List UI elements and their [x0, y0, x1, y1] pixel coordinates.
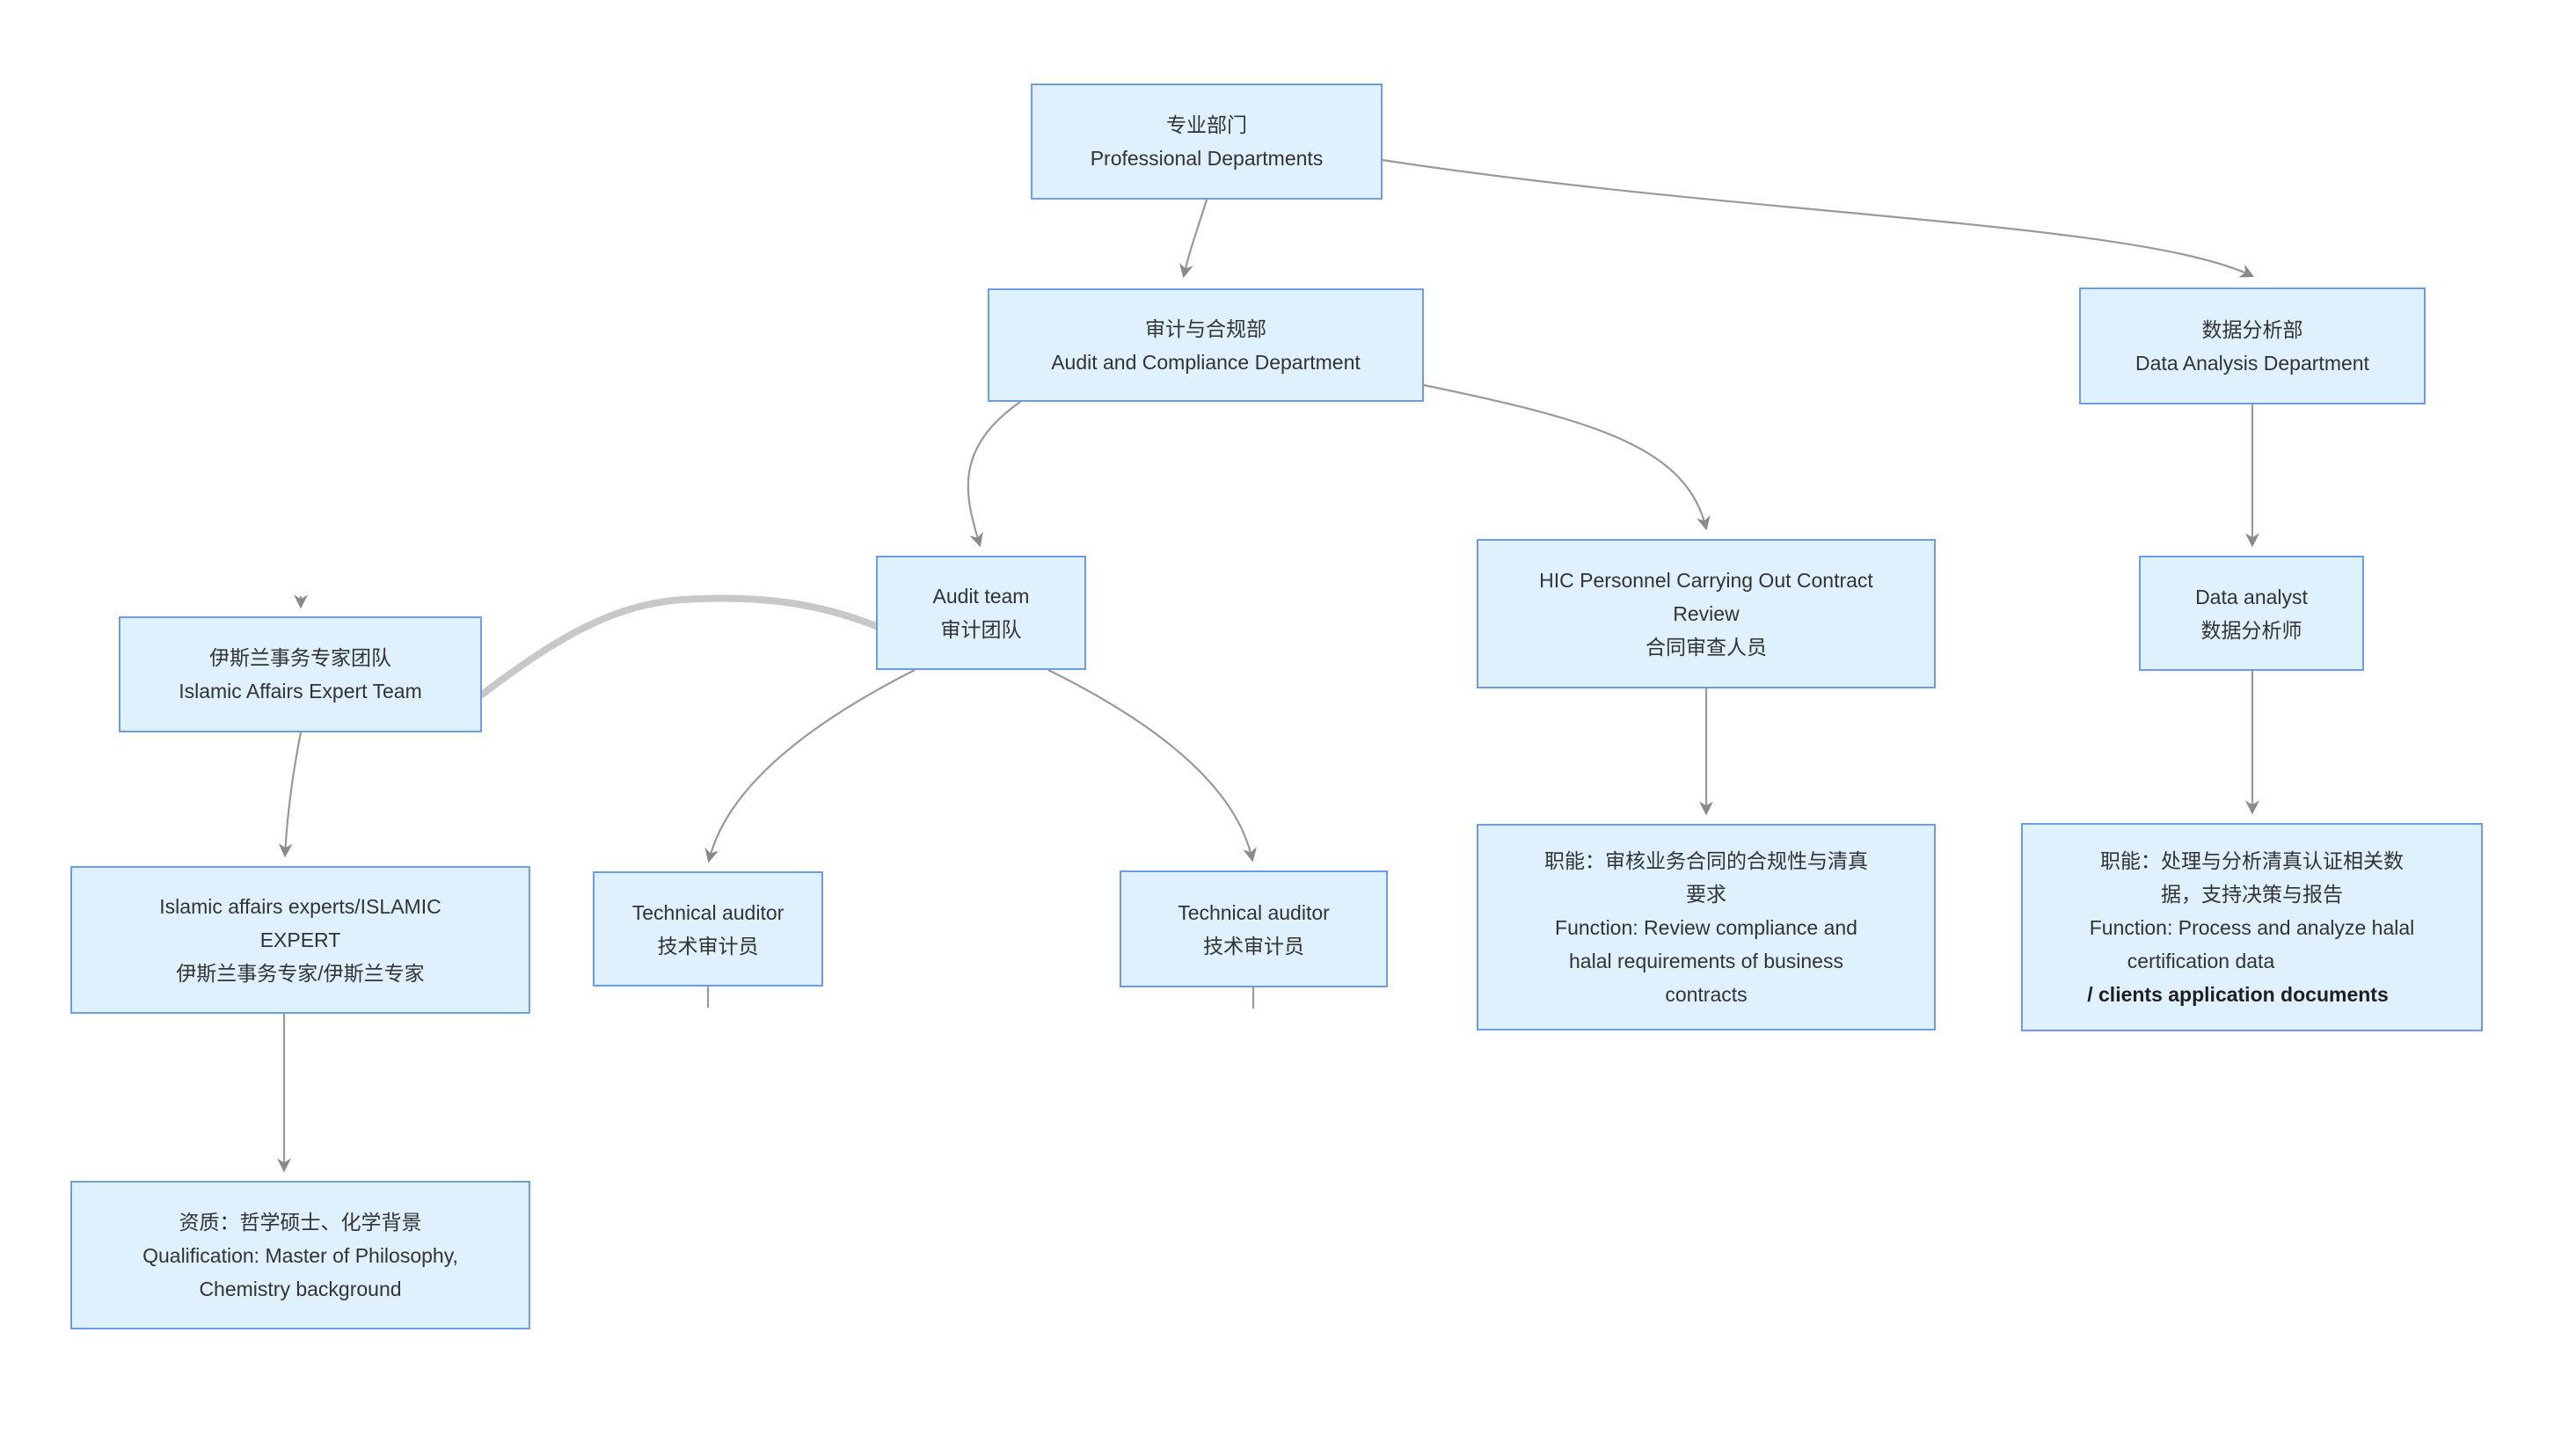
edges-group	[277, 158, 2259, 1173]
node-label-line: Function: Process and analyze halal	[2089, 915, 2415, 939]
node-data-analyst-function: 职能：处理与分析清真认证相关数据，支持决策与报告 Function: Proces…	[2021, 823, 2483, 1031]
node-label-line: 技术审计员	[1203, 934, 1304, 958]
node-label-line: EXPERT	[259, 928, 341, 951]
node-label-line: 数据分析师	[2200, 618, 2302, 642]
edge-audit-team-to-technical-auditor-1	[704, 669, 916, 863]
node-label-line: Chemistry background	[199, 1277, 402, 1300]
node-label-line: 资质：哲学硕士、化学背景	[179, 1210, 422, 1234]
node-audit-and-compliance-department: 审计与合规部 Audit and Compliance Department	[988, 288, 1424, 402]
edge-expert-team-to-audit-team-thick	[478, 594, 879, 698]
node-expert-qualification: 资质：哲学硕士、化学背景 Qualification: Master of Phi…	[70, 1181, 530, 1329]
node-label-line: 要求	[1686, 882, 1726, 906]
node-label-line: Islamic Affairs Expert Team	[179, 680, 422, 703]
node-data-analyst: Data analyst 数据分析师	[2139, 556, 2364, 671]
edge-audit-team-to-technical-auditor-2	[1047, 669, 1257, 863]
node-label-line: certification data	[2127, 949, 2275, 972]
node-label-line: 合同审查人员	[1646, 636, 1767, 659]
node-islamic-affairs-experts: Islamic affairs experts/ISLAMIC EXPERT 伊斯兰…	[70, 866, 530, 1014]
node-label-line: Function: Review compliance and	[1555, 915, 1857, 939]
edge-professional-to-audit-compliance	[1179, 199, 1208, 279]
node-label-line: 专业部门	[1166, 113, 1247, 136]
node-label-line: 审计与合规部	[1145, 317, 1266, 340]
node-label-line: 伊斯兰事务专家/伊斯兰专家	[176, 962, 425, 985]
node-label-line: 技术审计员	[657, 934, 759, 958]
node-label-line: Islamic affairs experts/ISLAMIC	[159, 895, 441, 918]
edge-professional-to-data-analysis	[1382, 158, 2255, 278]
node-label-line: Data Analysis Department	[2135, 351, 2369, 375]
node-label-line: contracts	[1665, 982, 1748, 1006]
node-label-line: halal requirements of business	[1569, 949, 1843, 972]
node-label-line: 审计团队	[940, 618, 1022, 641]
node-label-line: 职能：处理与分析清真认证相关数	[2100, 848, 2404, 872]
node-label-line: Professional Departments	[1090, 147, 1324, 170]
node-label-line: Review	[1673, 602, 1740, 625]
node-professional-departments: 专业部门 Professional Departments	[1031, 84, 1383, 200]
node-label-line: 职能：审核业务合同的合规性与清真	[1544, 848, 1868, 872]
node-label-line: 据，支持决策与报告	[2161, 882, 2343, 906]
node-label-line: Technical auditor	[631, 900, 784, 924]
node-label-line: HIC Personnel Carrying Out Contract	[1539, 569, 1873, 592]
edge-audit-compliance-to-audit-team	[967, 401, 1021, 548]
node-technical-auditor-2: Technical auditor 技术审计员	[1120, 870, 1388, 987]
node-technical-auditor-1: Technical auditor 技术审计员	[593, 871, 823, 987]
node-contract-review-function: 职能：审核业务合同的合规性与清真要求 Function: Review compl…	[1477, 824, 1936, 1030]
node-label-line: 伊斯兰事务专家团队	[209, 646, 391, 669]
node-audit-team: Audit team 审计团队	[876, 556, 1086, 670]
node-data-analysis-department: 数据分析部 Data Analysis Department	[2079, 288, 2426, 404]
node-label-line: Qualification: Master of Philosophy,	[142, 1243, 458, 1267]
node-label-line: Audit team	[932, 585, 1030, 608]
node-label-line: / clients application documents	[2087, 982, 2389, 1006]
node-islamic-affairs-expert-team: 伊斯兰事务专家团队 Islamic Affairs Expert Team	[119, 616, 482, 732]
node-label-line: 数据分析部	[2201, 317, 2303, 341]
node-label-line: Audit and Compliance Department	[1051, 350, 1361, 374]
edge-audit-compliance-to-hic	[1423, 383, 1711, 531]
node-label-line: Technical auditor	[1178, 900, 1330, 924]
node-label-line: Data analyst	[2195, 585, 2308, 608]
edge-expert-team-to-experts	[278, 732, 303, 858]
